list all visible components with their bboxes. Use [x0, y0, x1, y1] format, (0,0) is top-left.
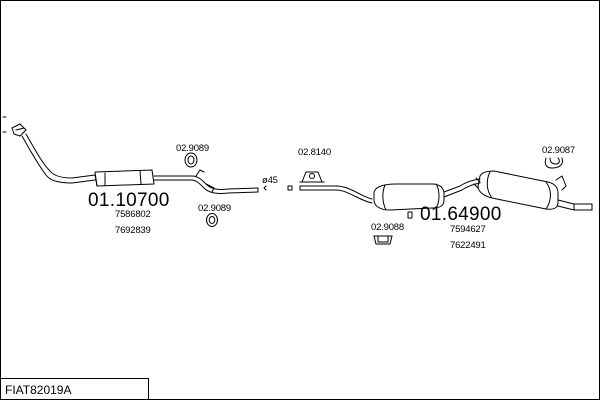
clamp-upper-label: 02.9089: [176, 143, 209, 154]
front-pipe-oem-2: 7692839: [115, 225, 151, 236]
clamp-lower-label: 02.9089: [198, 203, 231, 214]
rear-connecting-pipe: [443, 178, 481, 198]
rear-silencer: [473, 170, 559, 210]
rear-system-oem-2: 7622491: [450, 240, 486, 251]
front-silencer: [94, 169, 163, 187]
front-flange: [2, 116, 27, 137]
tail-pipe: [557, 199, 593, 211]
rear-left-mount: [373, 235, 393, 245]
clamp-upper-ring: [184, 152, 198, 168]
diameter-label: ø45: [262, 175, 278, 186]
middle-silencer: [373, 183, 445, 211]
rear-right-mount: [544, 157, 563, 169]
rear-left-mount-label: 02.9088: [371, 222, 404, 233]
clamp-lower-ring: [206, 213, 218, 227]
center-mount: [299, 171, 325, 183]
rear-right-mount-label: 02.9087: [542, 145, 575, 156]
rear-system-oem-1: 7594627: [450, 224, 486, 235]
intermediate-pipe: [299, 185, 373, 204]
diameter-marker: [263, 185, 267, 191]
front-pipe-code: 01.10700: [88, 190, 170, 211]
pipe-coupler: [287, 185, 293, 191]
rear-hanger: [555, 175, 567, 191]
diagram-title: FIAT82019A: [5, 383, 72, 397]
small-fitting: [407, 211, 413, 219]
hanger-bracket-front: [195, 169, 215, 193]
front-pipe-oem-1: 7586802: [115, 209, 151, 220]
center-mount-label: 02.8140: [298, 147, 331, 158]
middle-pipe: [161, 175, 259, 194]
rear-system-code: 01.64900: [420, 204, 502, 225]
title-box: FIAT82019A: [0, 378, 149, 399]
front-pipe: [21, 133, 96, 184]
